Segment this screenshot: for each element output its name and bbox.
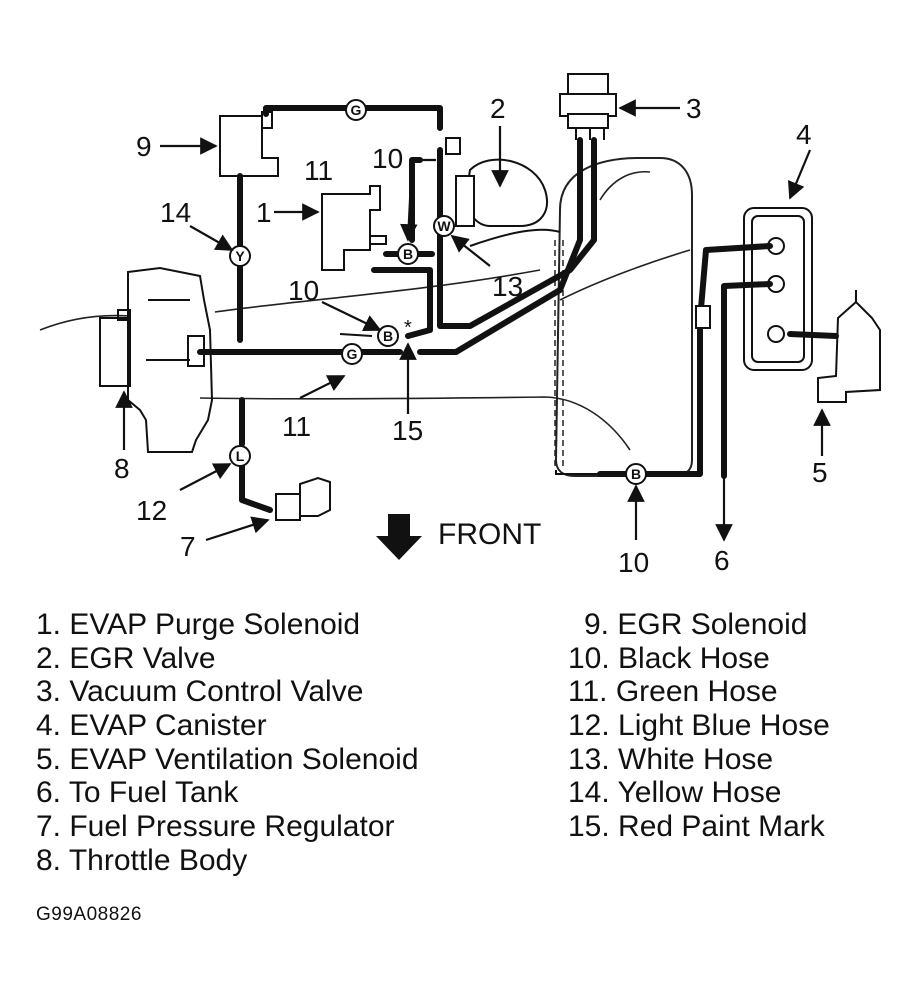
callout-numbers: 9 1 14 10 11 10 2 13 3 4 5 11 15 8 12 7 … [114,93,828,578]
legend-item-3: 3. Vacuum Control Valve [36,675,364,709]
legend-item-5: 5. EVAP Ventilation Solenoid [36,742,419,776]
vacuum-hose-diagram: G Y W B B G L B * [39,73,881,578]
fuel-pressure-regulator [275,476,331,521]
engine-outline [39,170,691,451]
evap-ventilation-solenoid [817,290,881,403]
legend-item-1: 1. EVAP Purge Solenoid [36,608,361,641]
reservoir-body [554,157,693,477]
callout-10-top: 10 [372,143,403,174]
hose-tags: G Y W B B G L B [229,99,647,485]
evap-canister [743,207,813,371]
red-paint-mark-asterisk: * [404,317,412,339]
legend-item-4: 4. EVAP Canister [36,709,267,743]
hose-tag-w: W [437,218,451,234]
callout-15: 15 [392,415,423,446]
callout-11-top: 11 [304,155,333,186]
legend-item-10: 10. Black Hose [568,641,770,675]
legend-item-6: 6. To Fuel Tank [36,776,239,810]
egr-solenoid [219,111,279,177]
evap-purge-solenoid [321,185,387,271]
hose-tag-l: L [236,448,245,464]
figure-code: G99A08826 [36,904,142,925]
callout-5: 5 [812,457,828,488]
callout-1: 1 [256,197,272,228]
callout-6: 6 [714,545,730,576]
callout-arrows [115,99,831,542]
thin-hoses [339,228,711,475]
callout-3: 3 [686,93,702,124]
callout-2: 2 [490,93,506,124]
callout-12: 12 [136,495,167,526]
vacuum-control-valve [559,73,617,140]
legend-item-15: 15. Red Paint Mark [568,810,825,844]
legend-item-2: 2. EGR Valve [36,641,216,675]
callout-8: 8 [114,453,130,484]
callout-13: 13 [492,271,523,302]
hose-tag-b-bottom: B [631,466,641,482]
legend-item-8: 8. Throttle Body [36,843,248,877]
callout-10-left: 10 [288,275,319,306]
hose-tag-g-mid: G [347,346,358,362]
legend-right-column: 9. EGR Solenoid 10. Black Hose 11. Green… [568,608,830,844]
callout-9: 9 [136,131,152,162]
front-label: FRONT [438,518,541,551]
callout-10-bottom: 10 [618,547,649,578]
legend-item-12: 12. Light Blue Hose [568,709,830,743]
throttle-body [99,266,214,453]
callout-11-mid: 11 [282,411,311,442]
hose-tag-y: Y [235,248,245,264]
legend-item-9: 9. EGR Solenoid [584,608,808,641]
egr-valve [445,137,548,227]
front-direction-indicator: FRONT [376,514,541,560]
callout-14: 14 [160,197,191,228]
callout-4: 4 [796,119,812,150]
hose-tag-b-mid: B [383,328,393,344]
legend-item-14: 14. Yellow Hose [568,776,782,810]
legend-item-13: 13. White Hose [568,742,774,776]
hose-tag-g-top: G [351,102,362,118]
legend-item-11: 11. Green Hose [568,675,778,709]
hose-tag-b-upper: B [403,246,413,262]
legend-item-7: 7. Fuel Pressure Regulator [36,810,395,844]
callout-7: 7 [180,531,196,562]
legend-left-column: 1. EVAP Purge Solenoid 2. EGR Valve 3. V… [36,608,419,878]
